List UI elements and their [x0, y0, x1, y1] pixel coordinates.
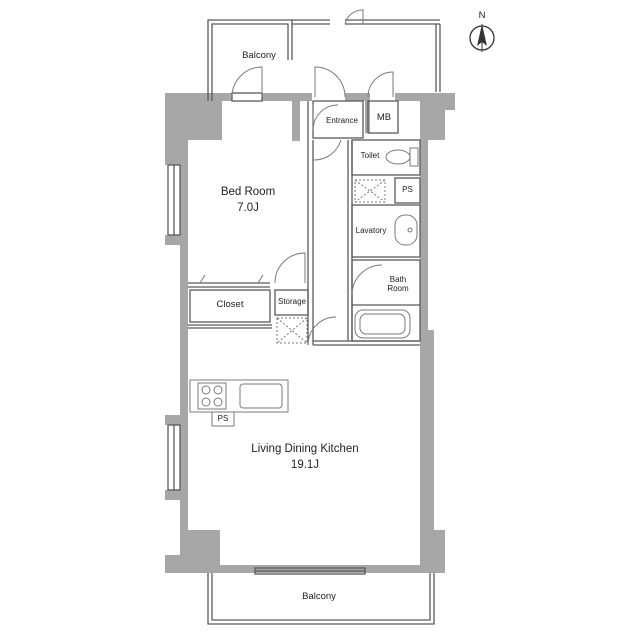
mb-label: MB — [376, 112, 392, 123]
closet-label: Closet — [216, 299, 244, 310]
interior-walls — [167, 19, 441, 625]
balcony-top-label: Balcony — [242, 50, 276, 61]
pipe-shaft — [354, 179, 386, 203]
ldk-name: Living Dining Kitchen — [251, 443, 359, 455]
storage-label: Storage — [277, 297, 307, 306]
ldk-size: 19.1J — [290, 459, 320, 471]
ps-upper-label: PS — [402, 185, 413, 194]
fixtures — [189, 147, 419, 427]
bedroom-name: Bed Room — [220, 186, 276, 198]
balcony-bottom-label: Balcony — [302, 591, 336, 602]
toilet-fixture — [385, 147, 419, 167]
bedroom-size: 7.0J — [237, 202, 259, 214]
toilet-label: Toilet — [360, 151, 380, 160]
entrance-label: Entrance — [325, 116, 359, 125]
sink-fixture — [394, 214, 418, 246]
washer-space — [276, 317, 308, 344]
bath-room-label: Bath Room — [378, 275, 418, 293]
bath-label-line2: Room — [387, 284, 409, 293]
kitchen-counter — [189, 379, 289, 427]
structural-walls — [165, 93, 455, 573]
ps-kitchen-label: PS — [217, 414, 229, 423]
lavatory-label: Lavatory — [355, 226, 387, 235]
bath-label-line1: Bath — [389, 275, 407, 284]
bathtub-fixture — [354, 309, 411, 339]
door-swings — [199, 9, 394, 346]
north-arrow-icon — [469, 24, 495, 52]
compass-letter: N — [478, 10, 486, 21]
